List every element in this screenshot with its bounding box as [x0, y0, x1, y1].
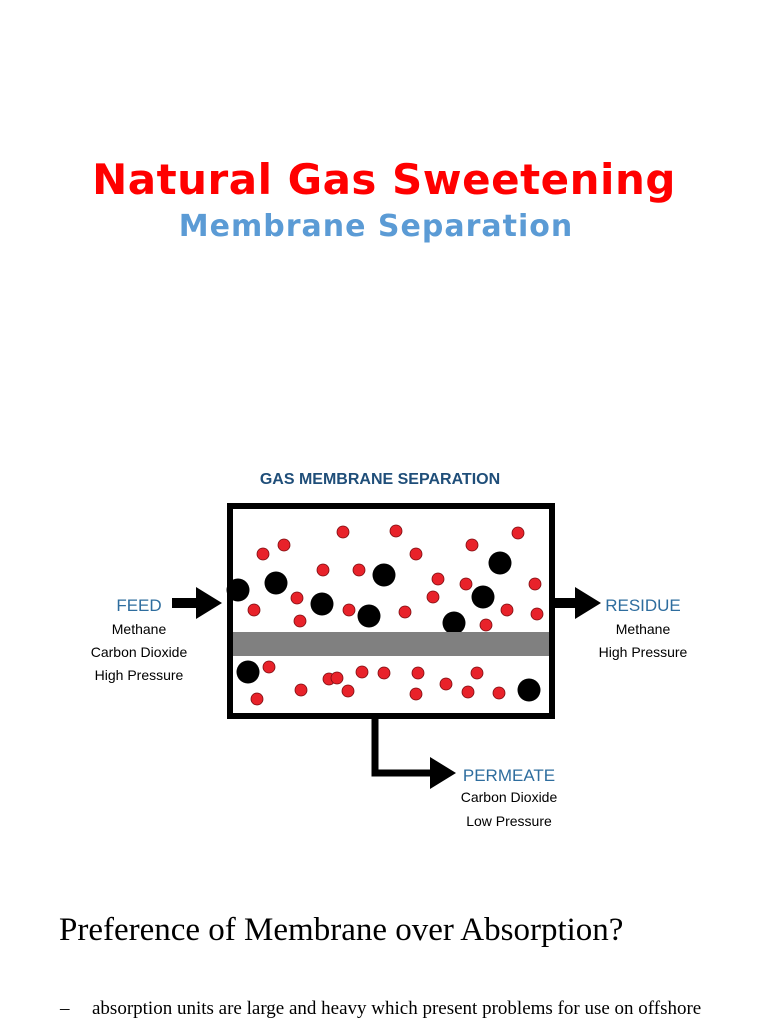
permeate-line: Low Pressure — [466, 813, 552, 829]
co2-molecule — [411, 666, 425, 680]
methane-molecule — [372, 563, 396, 587]
methane-molecule — [264, 571, 288, 595]
co2-molecule — [479, 618, 493, 632]
bullet-marker: – — [60, 998, 70, 1019]
membrane — [232, 632, 550, 656]
residue-line: Methane — [616, 621, 671, 637]
co2-molecule — [342, 603, 356, 617]
co2-molecule — [247, 603, 261, 617]
feed-labels: FEED Methane Carbon Dioxide High Pressur… — [91, 596, 188, 683]
permeate-label: PERMEATE — [463, 766, 555, 785]
co2-molecule — [465, 538, 479, 552]
co2-molecule — [256, 547, 270, 561]
feed-label: FEED — [116, 596, 161, 615]
diagram-title: GAS MEMBRANE SEPARATION — [260, 471, 500, 488]
co2-molecule — [290, 591, 304, 605]
co2-molecule — [409, 547, 423, 561]
co2-molecule — [352, 563, 366, 577]
residue-labels: RESIDUE Methane High Pressure — [599, 596, 688, 660]
methane-molecule — [471, 585, 495, 609]
co2-molecule — [336, 525, 350, 539]
methane-molecule — [442, 611, 466, 635]
molecules — [226, 524, 544, 706]
feed-line: High Pressure — [95, 667, 184, 683]
permeate-labels: PERMEATE Carbon Dioxide Low Pressure — [461, 766, 558, 829]
residue-label: RESIDUE — [605, 596, 681, 615]
co2-molecule — [398, 605, 412, 619]
permeate-line: Carbon Dioxide — [461, 789, 558, 805]
feed-arrow — [172, 587, 222, 619]
co2-molecule — [294, 683, 308, 697]
co2-molecule — [341, 684, 355, 698]
residue-line: High Pressure — [599, 644, 688, 660]
co2-molecule — [431, 572, 445, 586]
bullet-item: – absorption units are large and heavy wh… — [60, 996, 701, 1022]
page-subtitle: Membrane Separation — [178, 209, 574, 244]
co2-molecule — [355, 665, 369, 679]
feed-line: Methane — [112, 621, 167, 637]
page-title: Natural Gas Sweetening — [92, 155, 676, 204]
methane-molecule — [488, 551, 512, 575]
section-heading: Preference of Membrane over Absorption? — [59, 912, 624, 948]
co2-molecule — [500, 603, 514, 617]
residue-arrow — [553, 587, 601, 619]
co2-molecule — [511, 526, 525, 540]
feed-line: Carbon Dioxide — [91, 644, 188, 660]
methane-molecule — [310, 592, 334, 616]
co2-molecule — [459, 577, 473, 591]
co2-molecule — [461, 685, 475, 699]
co2-molecule — [293, 614, 307, 628]
co2-molecule — [250, 692, 264, 706]
permeate-arrow — [371, 716, 456, 789]
co2-molecule — [330, 671, 344, 685]
co2-molecule — [470, 666, 484, 680]
co2-molecule — [389, 524, 403, 538]
co2-molecule — [439, 677, 453, 691]
co2-molecule — [492, 686, 506, 700]
co2-molecule — [530, 607, 544, 621]
co2-molecule — [316, 563, 330, 577]
methane-molecule — [357, 604, 381, 628]
methane-molecule — [517, 678, 541, 702]
co2-molecule — [426, 590, 440, 604]
methane-molecule — [236, 660, 260, 684]
co2-molecule — [262, 660, 276, 674]
bullet-text: absorption units are large and heavy whi… — [92, 998, 702, 1019]
separation-vessel — [227, 503, 555, 719]
co2-molecule — [409, 687, 423, 701]
co2-molecule — [377, 666, 391, 680]
co2-molecule — [277, 538, 291, 552]
co2-molecule — [528, 577, 542, 591]
